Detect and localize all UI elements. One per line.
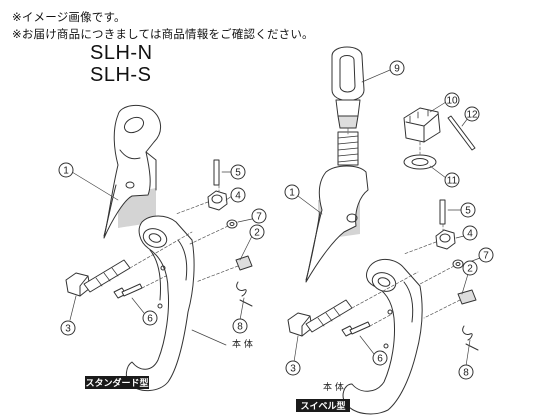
swivel-callout-3: 3 [285, 360, 301, 376]
standard-type-diagram: 1 2 3 4 5 6 7 8 本 体 スタンダード型 [58, 104, 267, 391]
svg-text:2: 2 [467, 264, 473, 275]
svg-text:スイベル型: スイベル型 [300, 400, 345, 412]
swivel-type-diagram: 1 2 3 4 5 6 7 8 9 10 11 12 本 体 スイベル型 [284, 46, 494, 415]
swivel-part-6-screw [341, 321, 371, 337]
notice-image-only: ※イメージ画像です。 [12, 10, 126, 24]
svg-text:スタンダード型: スタンダード型 [85, 377, 148, 389]
standard-part-5-pin [213, 159, 220, 186]
swivel-callout-9: 9 [389, 60, 405, 76]
standard-callout-1: 1 [58, 162, 74, 178]
svg-text:1: 1 [63, 166, 69, 177]
svg-text:8: 8 [463, 368, 469, 379]
svg-text:5: 5 [235, 168, 241, 179]
swivel-part-12-split-pin [447, 115, 476, 151]
model-name-slh-n: SLH-N [90, 42, 153, 64]
standard-type-tag: スタンダード型 [85, 376, 149, 389]
standard-part-7-collar [226, 219, 238, 229]
swivel-part-5-pin [439, 199, 446, 225]
svg-text:3: 3 [65, 324, 71, 335]
swivel-callout-4: 4 [462, 225, 478, 241]
swivel-callout-11: 11 [444, 172, 460, 188]
svg-text:3: 3 [290, 364, 296, 375]
swivel-part-8-spring [457, 289, 479, 351]
swivel-part-1-lever [305, 165, 369, 283]
swivel-callout-6: 6 [372, 350, 388, 366]
standard-callout-3: 3 [60, 320, 76, 336]
swivel-part-2-hook [342, 259, 423, 415]
svg-text:8: 8 [237, 322, 243, 333]
swivel-part-4-nut [435, 229, 456, 250]
swivel-type-tag: スイベル型 [296, 399, 350, 412]
svg-text:1: 1 [289, 188, 295, 199]
swivel-callout-2: 2 [462, 260, 478, 276]
standard-callout-5: 5 [230, 164, 246, 180]
notice-confirm-product-info: ※お届け商品につきましては商品情報をご確認ください。 [12, 27, 314, 41]
svg-text:7: 7 [483, 251, 489, 262]
svg-text:7: 7 [256, 212, 262, 223]
swivel-threaded-shank [337, 131, 359, 166]
swivel-callout-8: 8 [458, 364, 474, 380]
standard-part-2-hook [125, 215, 195, 391]
svg-text:11: 11 [447, 176, 458, 187]
swivel-callout-10: 10 [444, 92, 460, 108]
svg-text:5: 5 [465, 206, 471, 217]
svg-text:9: 9 [394, 64, 400, 75]
svg-text:6: 6 [377, 354, 383, 365]
svg-text:12: 12 [466, 110, 478, 121]
svg-text:10: 10 [446, 96, 458, 107]
swivel-callout-1: 1 [284, 184, 300, 200]
swivel-callout-12: 12 [464, 106, 480, 122]
svg-text:4: 4 [467, 229, 473, 240]
standard-callout-2: 2 [249, 224, 265, 240]
swivel-part-11-washer [403, 154, 437, 170]
standard-part-3-bolt [65, 259, 131, 297]
svg-text:4: 4 [235, 191, 241, 202]
swivel-body-label: 本 体 [323, 381, 344, 393]
swivel-part-9-eye [331, 46, 365, 129]
swivel-callout-5: 5 [460, 202, 476, 218]
model-name-slh-s: SLH-S [90, 64, 152, 86]
standard-callout-6: 6 [142, 310, 158, 326]
svg-text:6: 6 [147, 314, 153, 325]
swivel-part-7-collar [452, 259, 464, 269]
swivel-part-10-castle-nut [403, 107, 441, 143]
standard-part-4-nut [207, 190, 228, 211]
standard-part-1-lever [103, 104, 161, 239]
swivel-part-3-bolt [287, 299, 353, 337]
swivel-callout-7: 7 [478, 247, 494, 263]
standard-callout-4: 4 [230, 187, 246, 203]
standard-callout-7: 7 [251, 208, 267, 224]
standard-part-6-screw [113, 283, 143, 299]
standard-body-label: 本 体 [232, 338, 253, 350]
svg-text:2: 2 [254, 228, 260, 239]
standard-callout-8: 8 [232, 318, 248, 334]
